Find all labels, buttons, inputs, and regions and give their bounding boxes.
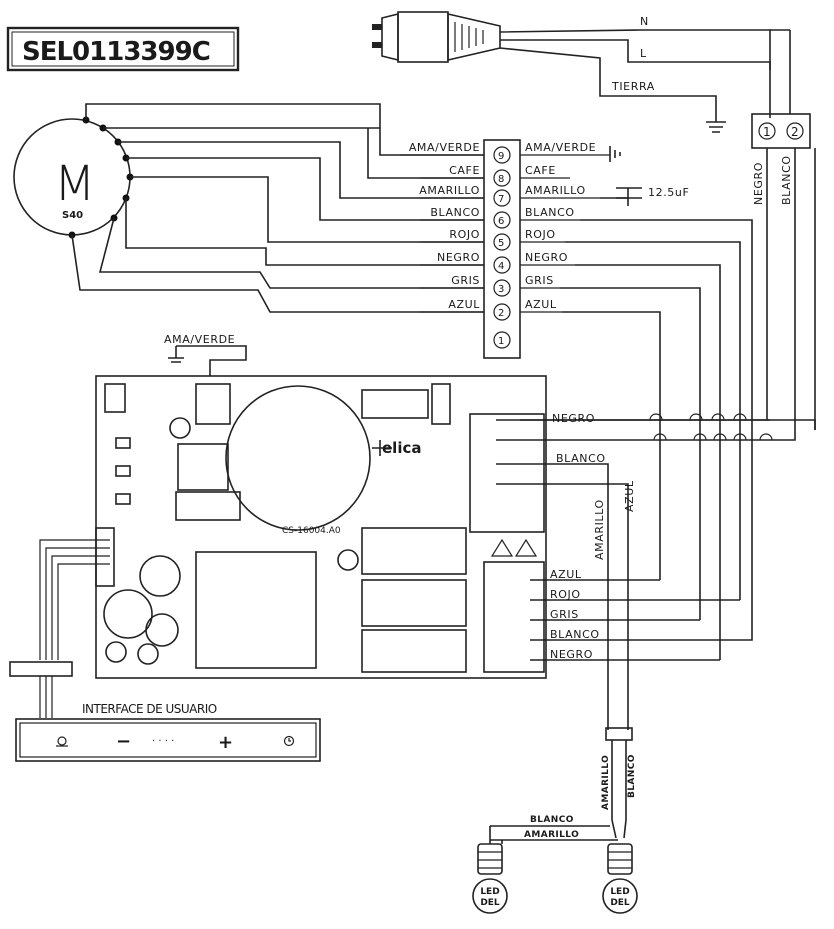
mains-terminal-block: 1 2 NEGRO BLANCO: [560, 29, 816, 441]
motor: M S40: [13, 116, 134, 239]
led-horizontal-amarillo: AMARILLO: [524, 830, 579, 840]
terminal-right-label: BLANCO: [525, 206, 575, 219]
board-output-label: BLANCO: [550, 628, 600, 641]
terminal-left-label: ROJO: [449, 228, 480, 241]
led-left-line2: DEL: [480, 898, 500, 908]
ui-plus-button[interactable]: +: [218, 732, 233, 753]
terminal-block: 9 8 7 6 5 4 3 2 1 AMA/VERDE CAFE AMARILL…: [400, 139, 610, 359]
ui-ribbon-cable: [9, 539, 110, 718]
mains-wire-negro: NEGRO: [752, 162, 765, 205]
terminal-left-label: NEGRO: [437, 251, 480, 264]
terminal-left-label: AZUL: [448, 298, 480, 311]
motor-symbol: M: [54, 156, 95, 212]
power-plug: N L TIERRA: [372, 11, 771, 133]
plug-n-label: N: [640, 15, 649, 28]
plug-l-label: L: [640, 47, 647, 60]
terminal-number: 9: [498, 151, 504, 162]
motor-model: S40: [62, 210, 83, 221]
terminal-number: 3: [498, 284, 504, 295]
board-output-label: AZUL: [550, 568, 582, 581]
terminal-number: 1: [498, 336, 504, 347]
terminal-number: 8: [498, 174, 504, 185]
mains-terminal-1: 1: [763, 125, 771, 139]
terminal-numbers: 9 8 7 6 5 4 3 2 1: [493, 146, 511, 349]
terminal-right-label: NEGRO: [525, 251, 568, 264]
terminal-right-label: AMA/VERDE: [525, 141, 596, 154]
mains-wire-blanco: BLANCO: [780, 155, 793, 205]
terminal-left-label: CAFE: [449, 164, 480, 177]
led-wiring: AMARILLO BLANCO BLANCO AMARILLO: [489, 727, 637, 844]
terminal-number: 6: [498, 216, 504, 227]
board-input-negro: NEGRO: [552, 412, 595, 425]
led-left: LED DEL: [472, 843, 508, 914]
led-right-line2: DEL: [610, 898, 630, 908]
terminal-left-label: GRIS: [451, 274, 480, 287]
terminal-right-label: AMARILLO: [525, 184, 586, 197]
terminal-right-label: GRIS: [525, 274, 554, 287]
terminal-right-label: ROJO: [525, 228, 556, 241]
terminal-left-label: AMARILLO: [419, 184, 480, 197]
ui-speed-dots: · · · ·: [152, 736, 174, 747]
ui-minus-button[interactable]: −: [116, 731, 131, 752]
board-output-label: NEGRO: [550, 648, 593, 661]
led-horizontal-blanco: BLANCO: [530, 815, 574, 825]
terminal-number: 2: [498, 308, 504, 319]
terminal-right-label: AZUL: [525, 298, 557, 311]
terminal-left-label: AMA/VERDE: [409, 141, 480, 154]
led-right-line1: LED: [610, 887, 629, 897]
led-vertical-amarillo: AMARILLO: [601, 755, 611, 810]
terminal-right-label: CAFE: [525, 164, 556, 177]
timer-icon[interactable]: [283, 735, 295, 747]
terminal-ground: [609, 146, 621, 162]
light-icon[interactable]: [56, 736, 68, 747]
board-input-blanco: BLANCO: [556, 452, 606, 465]
terminal-number: 5: [498, 238, 504, 249]
led-left-line1: LED: [480, 887, 499, 897]
led-vertical-blanco: BLANCO: [627, 754, 637, 798]
board-code: CS-16004.A0: [282, 526, 341, 536]
terminal-number: 7: [498, 194, 504, 205]
plug-ground-label: TIERRA: [611, 80, 655, 93]
board-brand: elica: [382, 439, 421, 457]
board-ground-label: AMA/VERDE: [164, 333, 235, 346]
motor-leads: [71, 103, 484, 313]
capacitor-value: 12.5uF: [648, 186, 689, 199]
board-led-amarillo: AMARILLO: [593, 499, 606, 560]
board-led-azul: AZUL: [623, 480, 636, 512]
terminal-left-label: BLANCO: [430, 206, 480, 219]
model-code: SEL0113399C: [22, 37, 210, 67]
mains-terminal-2: 2: [791, 125, 799, 139]
capacitor: 12.5uF: [600, 186, 689, 206]
terminal-left-labels: AMA/VERDE CAFE AMARILLO BLANCO ROJO NEGR…: [409, 141, 480, 311]
terminal-number: 4: [498, 261, 504, 272]
control-board: AMA/VERDE elica CS-16004.A0 NEGRO: [95, 333, 773, 730]
title-box: SEL0113399C: [6, 26, 240, 72]
ui-title: INTERFACE DE USUARIO: [82, 702, 217, 716]
led-right: LED DEL: [602, 843, 638, 914]
terminal-right-labels: AMA/VERDE CAFE AMARILLO BLANCO ROJO NEGR…: [525, 141, 596, 311]
board-output-label: ROJO: [550, 588, 581, 601]
board-output-label: GRIS: [550, 608, 579, 621]
user-interface-panel: INTERFACE DE USUARIO − · · · · +: [15, 702, 321, 762]
